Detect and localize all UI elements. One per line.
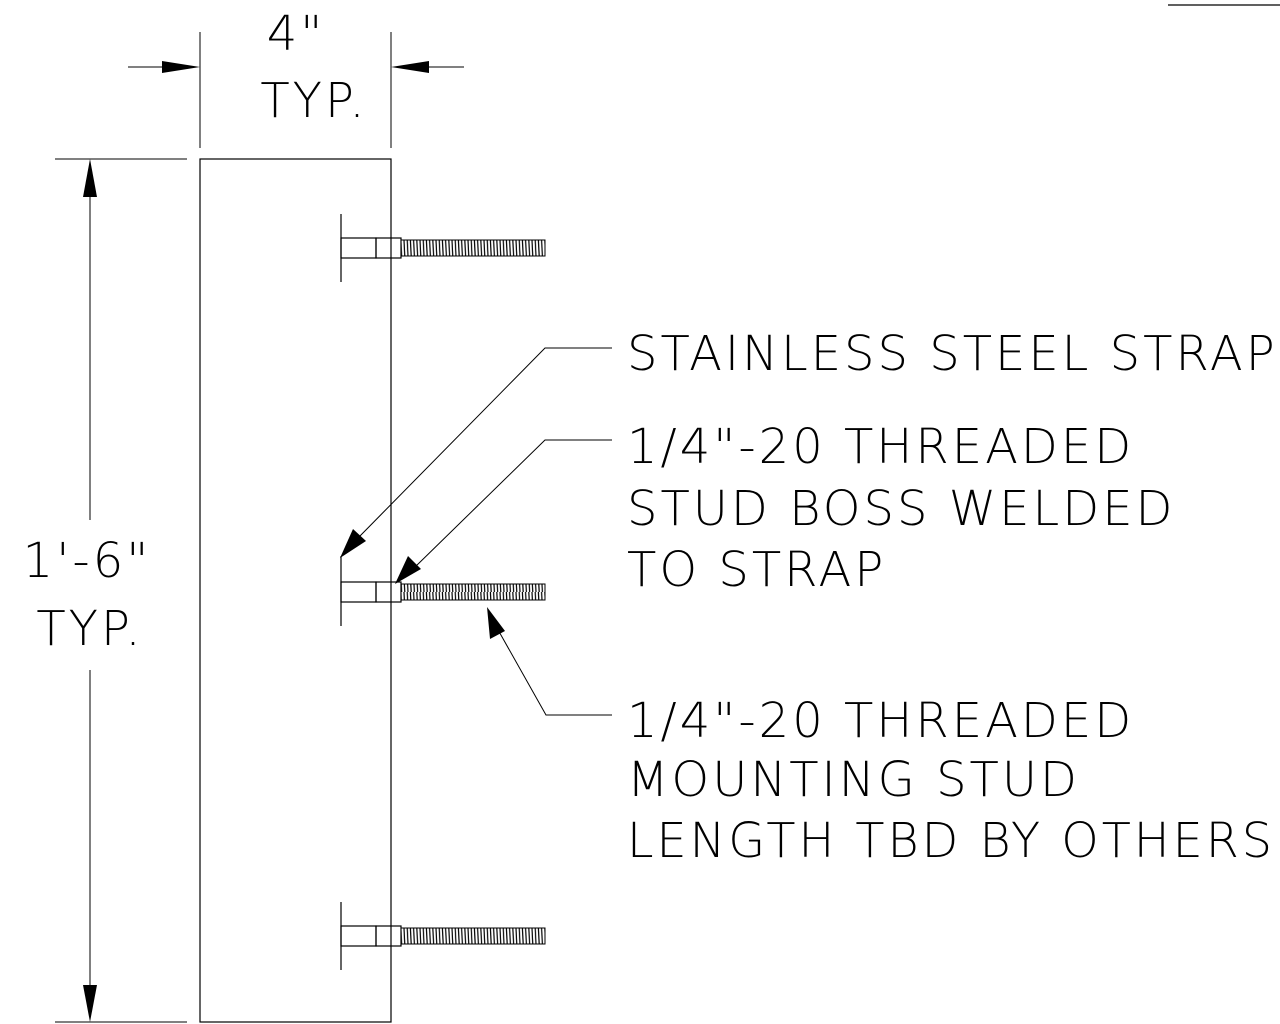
callout-boss: 1/4"-20 THREADED STUD BOSS WELDED TO STR…	[627, 419, 1175, 598]
leader-arrow	[487, 607, 505, 639]
stud-boss-nut	[375, 237, 402, 259]
callout-line: LENGTH TBD BY OTHERS	[627, 813, 1275, 869]
threaded-stud	[400, 583, 546, 601]
stud-boss	[340, 925, 377, 947]
height-note-label: TYP.	[36, 601, 143, 657]
width-dimension: 4" TYP.	[128, 6, 464, 148]
stud-assembly-top	[340, 214, 546, 282]
stud-boss	[340, 581, 377, 603]
stud-boss	[340, 237, 377, 259]
width-value-label: 4"	[267, 6, 326, 62]
leader-strap	[340, 347, 612, 558]
leader-arrow	[395, 556, 421, 584]
callout-line: 1/4"-20 THREADED	[627, 693, 1134, 749]
width-arrow-right	[391, 61, 429, 73]
threaded-stud	[400, 239, 546, 257]
stud-assembly-middle	[340, 556, 546, 626]
threaded-stud	[400, 927, 546, 945]
leader-boss	[395, 439, 612, 584]
leader-stud	[487, 607, 612, 716]
stud-assembly-bottom	[340, 902, 546, 970]
callout-line: MOUNTING STUD	[627, 752, 1080, 808]
height-arrow-top	[83, 159, 97, 197]
callout-stud: 1/4"-20 THREADED MOUNTING STUD LENGTH TB…	[627, 693, 1275, 869]
callout-line: STUD BOSS WELDED	[627, 481, 1175, 537]
callout-strap: STAINLESS STEEL STRAP	[627, 326, 1278, 382]
stud-boss-nut	[375, 581, 402, 603]
stud-boss-nut	[375, 925, 402, 947]
callout-line: STAINLESS STEEL STRAP	[627, 326, 1278, 382]
leader-line	[496, 627, 612, 716]
width-note-label: TYP.	[260, 73, 367, 129]
height-value-label: 1'-6"	[23, 533, 152, 589]
stainless-steel-strap	[199, 158, 392, 1023]
leader-line	[413, 439, 612, 569]
callout-line: 1/4"-20 THREADED	[627, 419, 1134, 475]
callout-line: TO STRAP	[627, 542, 886, 598]
leader-arrow	[340, 529, 366, 558]
height-dimension: 1'-6" TYP.	[23, 158, 187, 1023]
height-arrow-bottom	[83, 985, 97, 1022]
width-arrow-left	[162, 61, 200, 73]
leader-line	[357, 347, 612, 539]
